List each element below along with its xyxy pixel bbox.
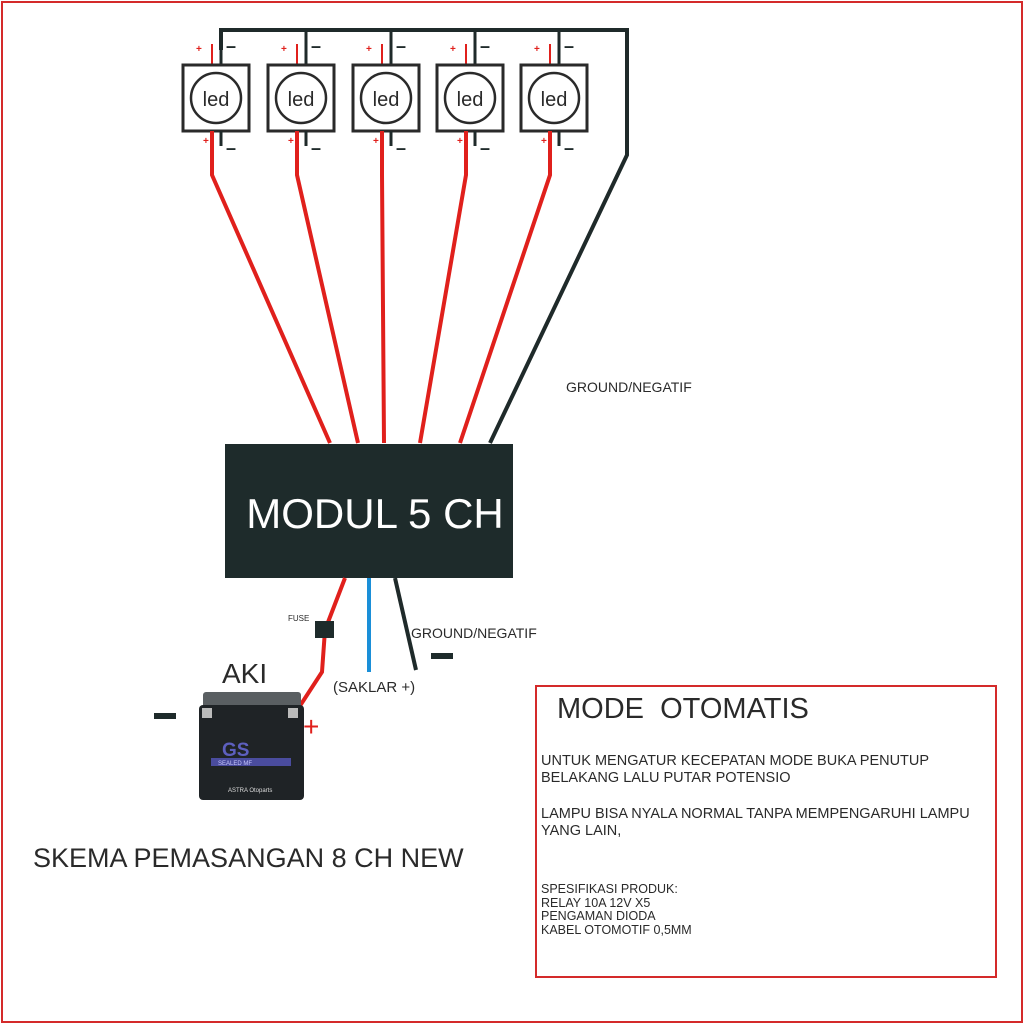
led-power-wire: [418, 131, 468, 444]
plus-sign: +: [366, 44, 372, 55]
minus-sign: –: [311, 36, 321, 56]
plus-sign: +: [281, 44, 287, 55]
spec-title: SPESIFIKASI PRODUK:: [541, 882, 678, 896]
spec-list: SPESIFIKASI PRODUK: RELAY 10A 12V X5 PEN…: [541, 882, 692, 937]
minus-sign: –: [396, 36, 406, 56]
ground-label-top: GROUND/NEGATIF: [566, 379, 692, 395]
battery-image: GS SEALED MF ASTRA Otoparts: [199, 692, 304, 800]
instruction-text: UNTUK MENGATUR KECEPATAN MODE BUKA PENUT…: [541, 753, 929, 786]
switch-label: (SAKLAR +): [333, 679, 415, 696]
module-box: [225, 444, 513, 578]
led-label: led: [373, 89, 400, 111]
battery-type: SEALED MF: [218, 761, 252, 767]
spec-item: KABEL OTOMOTIF 0,5MM: [541, 922, 692, 937]
led-unit: led + – + –: [266, 30, 360, 444]
led-power-wire: [210, 131, 332, 444]
led-circle-icon: [189, 71, 243, 125]
led-unit: led + – + –: [181, 30, 332, 444]
note-text: LAMPU BISA NYALA NORMAL TANPA MEMPENGARU…: [541, 806, 970, 839]
page-title: SKEMA PEMASANGAN 8 CH NEW: [33, 843, 464, 873]
plus-sign: +: [450, 44, 456, 55]
led-box: [519, 63, 589, 133]
spec-item: RELAY 10A 12V X5: [541, 895, 651, 910]
minus-sign: –: [564, 36, 574, 56]
led-label: led: [457, 89, 484, 111]
fuse: [315, 621, 334, 638]
led-circle-icon: [359, 71, 413, 125]
minus-sign: –: [226, 138, 236, 158]
led-label: led: [288, 89, 315, 111]
led-label: led: [203, 89, 230, 111]
plus-sign: +: [288, 136, 294, 147]
led-power-wire: [380, 131, 386, 444]
module-label: MODUL 5 CH: [246, 490, 503, 537]
plus-sign: +: [196, 44, 202, 55]
led-unit: led + – + –: [351, 30, 421, 444]
minus-sign: –: [396, 138, 406, 158]
plus-sign: +: [457, 136, 463, 147]
mode-title: MODE OTOMATIS: [557, 693, 809, 725]
info-box: MODE OTOMATIS UNTUK MENGATUR KECEPATAN M…: [535, 685, 997, 978]
led-power-wire: [458, 131, 552, 444]
ground-wire: [393, 577, 418, 671]
led-circle-icon: [274, 71, 328, 125]
battery-brand: GS: [222, 740, 249, 761]
plus-sign: +: [373, 136, 379, 147]
battery-plus-sign: +: [303, 711, 319, 742]
led-circle-icon: [443, 71, 497, 125]
led-box: [181, 63, 251, 133]
fuse-label: FUSE: [288, 614, 309, 623]
spec-item: PENGAMAN DIODA: [541, 909, 656, 923]
power-wire: [294, 577, 347, 714]
plus-sign: +: [534, 44, 540, 55]
minus-sign: –: [564, 138, 574, 158]
plus-sign: +: [203, 136, 209, 147]
minus-sign: –: [226, 36, 236, 56]
led-circle-icon: [527, 71, 581, 125]
led-box: [435, 63, 505, 133]
led-box: [266, 63, 336, 133]
minus-sign: –: [480, 36, 490, 56]
ground-minus-sign: [431, 653, 453, 659]
minus-sign: –: [480, 138, 490, 158]
led-unit: led + – + –: [418, 30, 505, 444]
led-label: led: [541, 89, 568, 111]
battery-maker: ASTRA Otoparts: [228, 788, 272, 794]
battery-minus-sign: [154, 713, 176, 719]
led-box: [351, 63, 421, 133]
battery-label: AKI: [222, 658, 267, 689]
led-unit: led + – + –: [458, 30, 589, 444]
minus-sign: –: [311, 138, 321, 158]
led-power-wire: [295, 131, 360, 444]
ground-label-bottom: GROUND/NEGATIF: [411, 625, 537, 641]
plus-sign: +: [541, 136, 547, 147]
